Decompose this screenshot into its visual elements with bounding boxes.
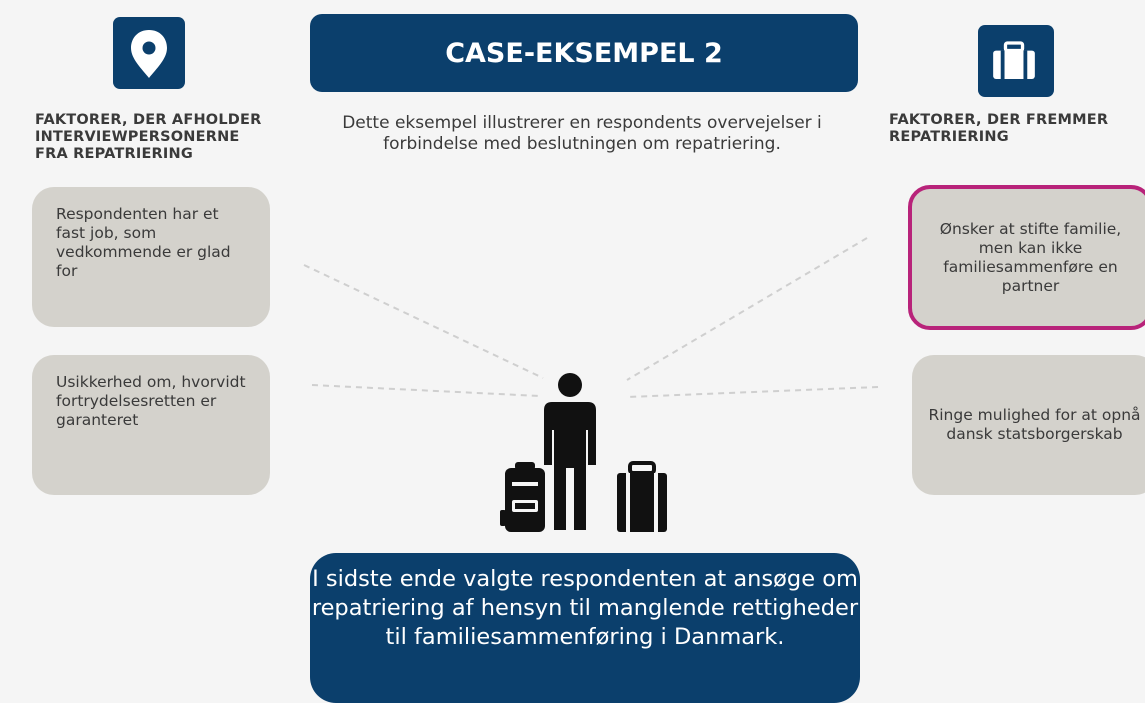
person-with-luggage-icon (500, 373, 667, 532)
conclusion-box: I sidste ende valgte respondenten at ans… (310, 553, 860, 703)
left-heading: FAKTORER, DER AFHOLDER INTERVIEWPERSONER… (35, 112, 262, 162)
right-factor-2: Ringe mulighed for at opnå dansk statsbo… (912, 355, 1145, 495)
right-factor-1: Ønsker at stifte familie, men kan ikke f… (908, 185, 1145, 330)
intro-text: Dette eksempel illustrerer en respondent… (342, 113, 822, 154)
right-heading: FAKTORER, DER FREMMER REPATRIERING (889, 112, 1109, 145)
connector-lines (303, 237, 879, 398)
case-title: CASE-EKSEMPEL 2 (310, 14, 858, 92)
left-factor-2: Usikkerhed om, hvorvidt fortrydelsesrett… (32, 355, 270, 495)
left-factor-1: Respondenten har et fast job, som vedkom… (32, 187, 270, 327)
briefcase-icon (978, 25, 1054, 97)
map-pin-icon (113, 17, 185, 89)
